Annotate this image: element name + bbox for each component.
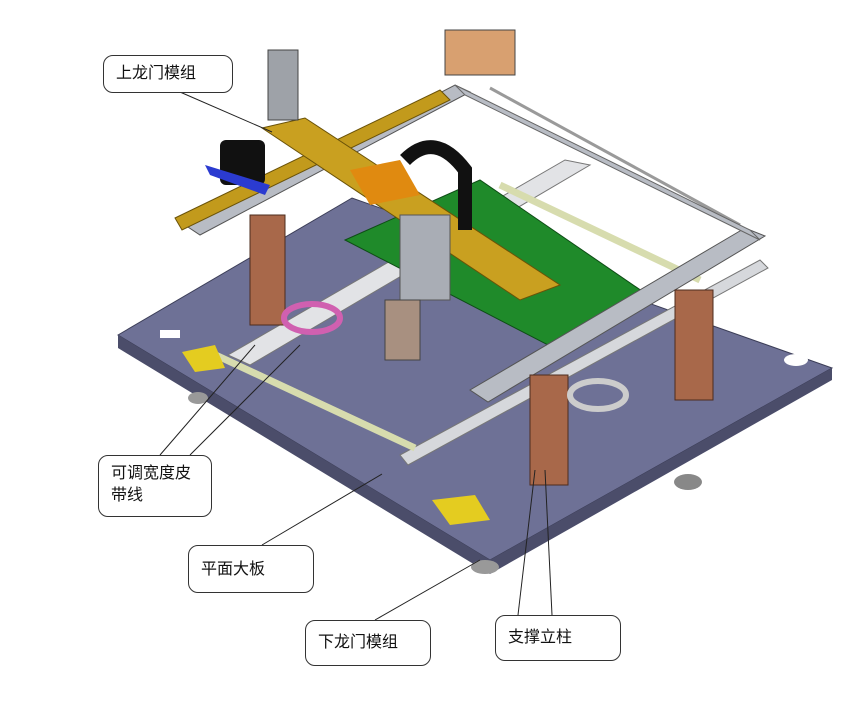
blue-bracket: [205, 165, 270, 195]
callout-upper-gantry: 上龙门模组: [103, 55, 233, 93]
foot: [674, 474, 702, 490]
callout-lower-gantry: 下龙门模组: [305, 620, 431, 666]
plate-hole: [784, 354, 808, 366]
upper-rail-right: [469, 227, 767, 403]
shaft: [203, 346, 417, 452]
ring-fixture: [567, 378, 629, 412]
motor: [384, 299, 421, 361]
foot: [471, 560, 499, 574]
motor: [444, 29, 516, 76]
ring-fixture: [281, 301, 343, 335]
leader-lower-gantry: [374, 559, 481, 621]
leader-belt-line: [159, 344, 256, 456]
callout-support-column: 支撑立柱: [495, 615, 621, 661]
callout-adjustable-belt-line: 可调宽度皮带线: [98, 455, 212, 517]
support-column: [529, 374, 569, 486]
yellow-bracket: [432, 495, 490, 525]
yellow-bracket: [182, 345, 225, 372]
cable-chain: [400, 140, 472, 230]
gantry-carriage: [350, 160, 420, 205]
plate-slot: [160, 330, 180, 338]
leader-upper-gantry: [179, 91, 273, 133]
callout-base-plate: 平面大板: [188, 545, 314, 593]
motor: [267, 49, 299, 121]
support-column: [674, 289, 714, 401]
z-axis-head: [399, 214, 451, 301]
support-column: [249, 214, 286, 326]
leader-base-plate: [261, 473, 383, 546]
base-plate-edge: [118, 335, 832, 574]
leader-support-column: [544, 469, 553, 616]
frame-rod: [489, 86, 741, 227]
upper-rail-far: [454, 84, 761, 241]
leader-belt-line: [189, 344, 301, 456]
foot: [188, 392, 208, 404]
shaft: [498, 181, 702, 284]
leader-support-column: [517, 469, 536, 616]
